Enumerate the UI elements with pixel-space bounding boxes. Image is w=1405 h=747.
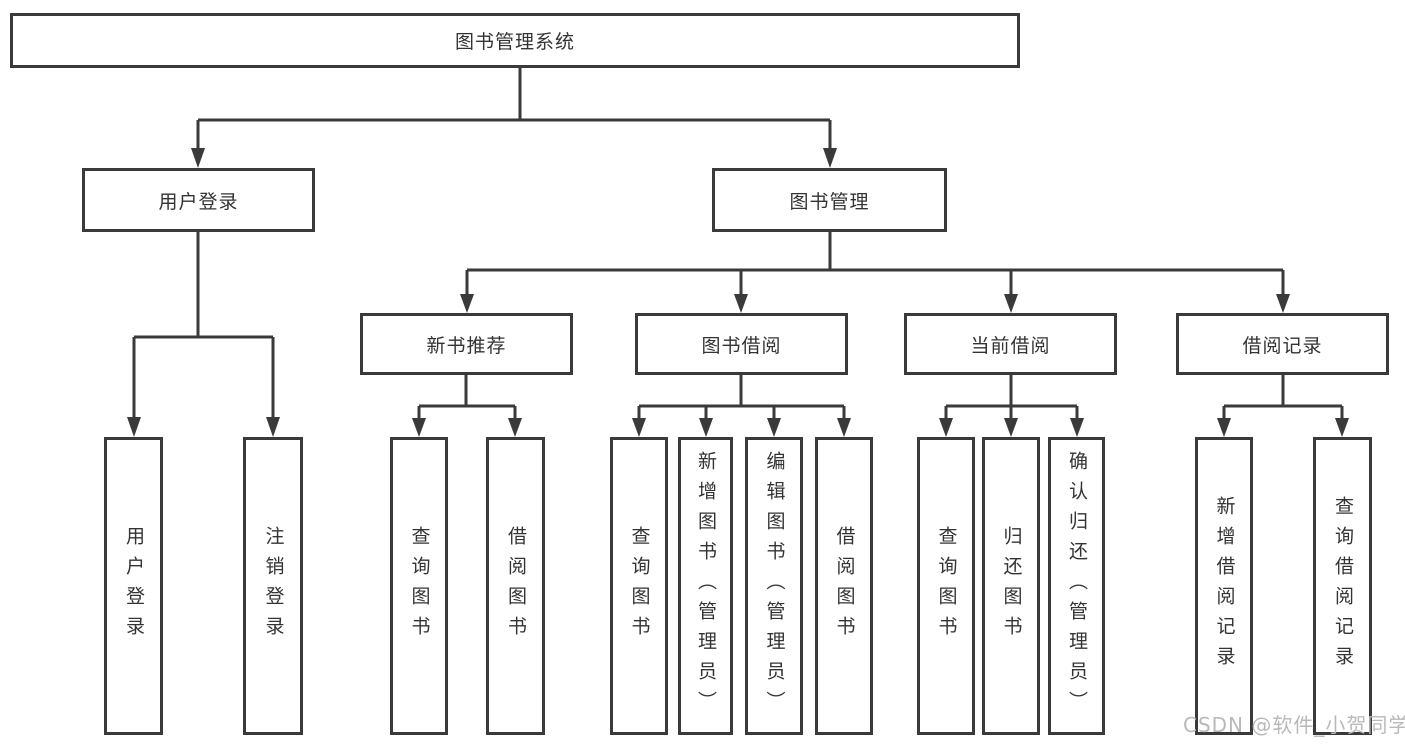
node-label: 借阅记录: [1242, 334, 1323, 357]
node-label: 编辑图书（管理员）: [763, 451, 786, 721]
arrow-down-icon: [1335, 418, 1349, 437]
leaf-borrow-books-recommend: 借阅图书: [486, 437, 545, 735]
node-label: 当前借阅: [970, 334, 1051, 357]
leaf-borrow-books: 借阅图书: [815, 437, 873, 735]
arrow-down-icon: [823, 148, 837, 168]
leaf-query-borrow-record: 查询借阅记录: [1313, 437, 1372, 735]
leaf-query-books-recommend: 查询图书: [390, 437, 448, 735]
node-label: 查询借阅记录: [1332, 496, 1354, 676]
node-label: 用户登录: [158, 190, 239, 213]
node-label: 用户登录: [123, 526, 145, 646]
leaf-logout: 注销登录: [243, 437, 303, 735]
node-user-login: 用户登录: [82, 168, 315, 232]
leaf-add-books-admin: 新增图书（管理员）: [678, 437, 733, 735]
node-label: 借阅图书: [505, 526, 527, 646]
node-label: 注销登录: [262, 526, 285, 646]
node-current-borrowing: 当前借阅: [904, 313, 1117, 375]
node-book-management: 图书管理: [712, 168, 947, 232]
arrow-down-icon: [699, 418, 713, 437]
csdn-watermark: CSDN @软件_小贺同学: [1183, 713, 1405, 737]
node-label: 图书管理系统: [454, 31, 575, 53]
node-label: 图书借阅: [701, 334, 782, 357]
node-label: 查询图书: [935, 526, 958, 646]
arrow-down-icon: [1004, 294, 1018, 313]
leaf-query-books-borrowing: 查询图书: [610, 437, 668, 735]
node-book-borrowing: 图书借阅: [635, 313, 848, 375]
leaf-query-books-current: 查询图书: [917, 437, 975, 735]
arrow-down-icon: [837, 418, 851, 437]
leaf-edit-books-admin: 编辑图书（管理员）: [745, 437, 803, 735]
node-label: 新增借阅记录: [1213, 496, 1236, 676]
node-label: 确认归还（管理员）: [1066, 451, 1088, 721]
arrow-down-icon: [734, 294, 748, 313]
arrow-down-icon: [1217, 418, 1231, 437]
arrow-down-icon: [412, 418, 426, 437]
node-label: 借阅图书: [833, 526, 856, 646]
node-label: 归还图书: [1000, 526, 1023, 646]
arrow-down-icon: [266, 417, 280, 437]
node-label: 查询图书: [628, 526, 651, 646]
arrow-down-icon: [127, 417, 141, 437]
node-library-management-system: 图书管理系统: [10, 13, 1020, 68]
leaf-return-books: 归还图书: [982, 437, 1040, 735]
node-label: 新书推荐: [426, 334, 507, 357]
arrow-down-icon: [460, 294, 474, 313]
node-borrowing-records: 借阅记录: [1176, 313, 1389, 375]
arrow-down-icon: [1276, 294, 1290, 313]
arrow-down-icon: [767, 418, 781, 437]
arrow-down-icon: [939, 418, 953, 437]
arrow-down-icon: [191, 148, 205, 168]
arrow-down-icon: [632, 418, 646, 437]
arrow-down-icon: [508, 418, 522, 437]
node-label: 图书管理: [789, 190, 870, 213]
arrow-down-icon: [1070, 418, 1084, 437]
node-label: 新增图书（管理员）: [695, 451, 717, 721]
arrow-down-icon: [1004, 418, 1018, 437]
node-label: 查询图书: [408, 526, 431, 646]
leaf-add-borrow-record: 新增借阅记录: [1195, 437, 1253, 735]
leaf-user-login: 用户登录: [104, 437, 163, 735]
leaf-confirm-return-admin: 确认归还（管理员）: [1048, 437, 1105, 735]
node-new-book-recommendation: 新书推荐: [360, 313, 573, 375]
